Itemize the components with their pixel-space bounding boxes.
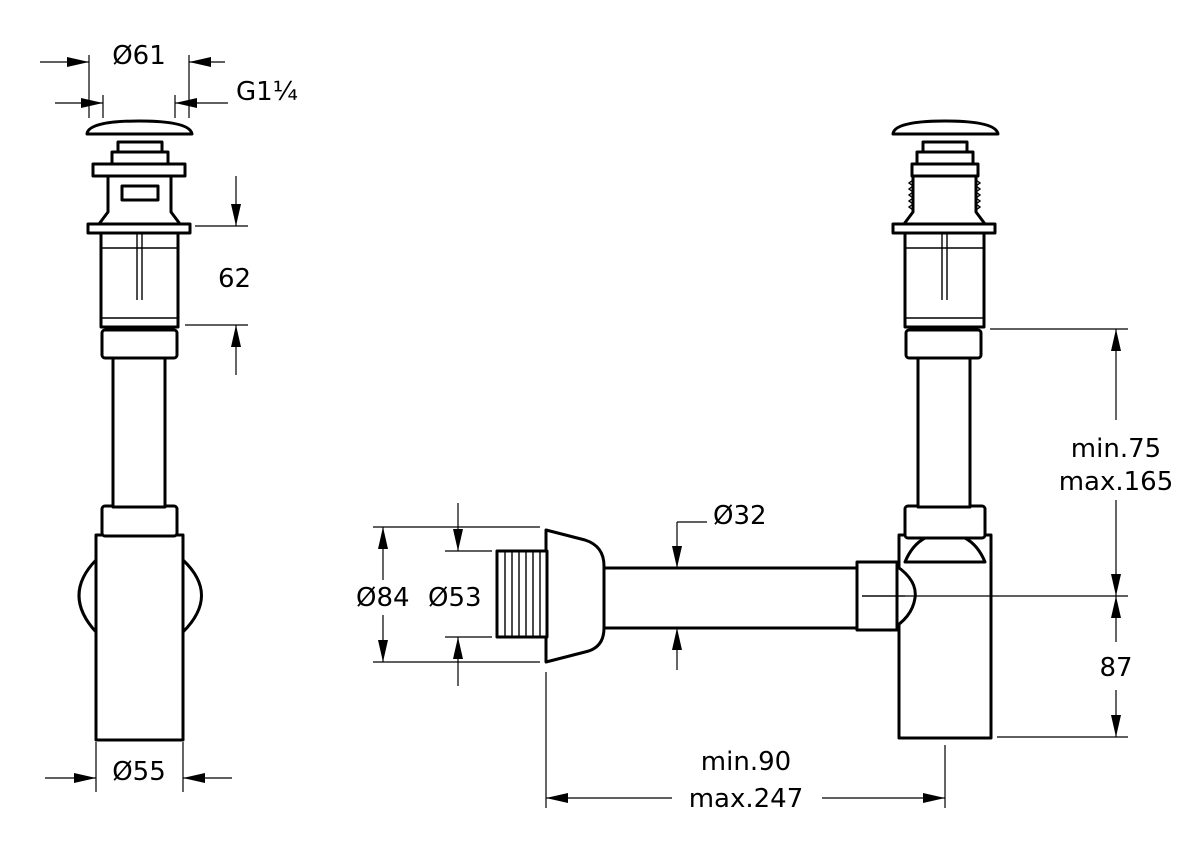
dim-plug-diameter: Ø61 [40, 41, 225, 118]
side-plug-cap [891, 119, 1000, 136]
front-waste-body [86, 140, 192, 329]
label-vertical-adjust-min: min.75 [1071, 434, 1161, 464]
dim-horizontal-adjust: min.90 max.247 [545, 672, 946, 814]
label-body-height: 62 [218, 264, 251, 294]
side-wall-rosette [544, 528, 606, 664]
label-plug-diameter: Ø61 [112, 41, 166, 71]
dim-outlet-height: 87 [862, 595, 1133, 738]
dim-pipe-diameter: Ø32 [672, 501, 767, 670]
front-tail-pipe [111, 355, 167, 509]
side-nut [904, 328, 983, 360]
side-waste-body [891, 140, 997, 329]
dim-thread: G1¼ [55, 77, 298, 118]
label-trap-diameter: Ø55 [112, 757, 166, 787]
side-trap-bottle [897, 504, 993, 740]
front-nut [100, 328, 179, 360]
label-pipe-diameter: Ø32 [713, 501, 767, 531]
dim-rosette-diameter: Ø84 [356, 526, 540, 663]
front-view: Ø61 G1¼ 62 [40, 41, 298, 792]
label-outlet-height: 87 [1099, 653, 1132, 683]
label-outlet-diameter: Ø53 [428, 583, 482, 613]
dim-body-height: 62 [185, 176, 251, 375]
side-outlet-pipe [596, 566, 862, 630]
dim-vertical-adjust: min.75 max.165 [990, 328, 1174, 596]
front-trap-bottle [77, 504, 203, 742]
front-plug-cap [85, 119, 194, 136]
label-horizontal-adjust-max: max.247 [689, 784, 804, 814]
label-horizontal-adjust-min: min.90 [701, 747, 791, 777]
side-view: Ø32 Ø84 Ø53 min [356, 119, 1174, 814]
label-rosette-diameter: Ø84 [356, 583, 410, 613]
side-wall-spigot [495, 549, 549, 639]
dim-outlet-diameter: Ø53 [428, 503, 492, 686]
side-tail-pipe [916, 355, 972, 509]
label-thread: G1¼ [236, 77, 298, 107]
dim-trap-diameter: Ø55 [45, 742, 232, 792]
label-vertical-adjust-max: max.165 [1059, 467, 1174, 497]
